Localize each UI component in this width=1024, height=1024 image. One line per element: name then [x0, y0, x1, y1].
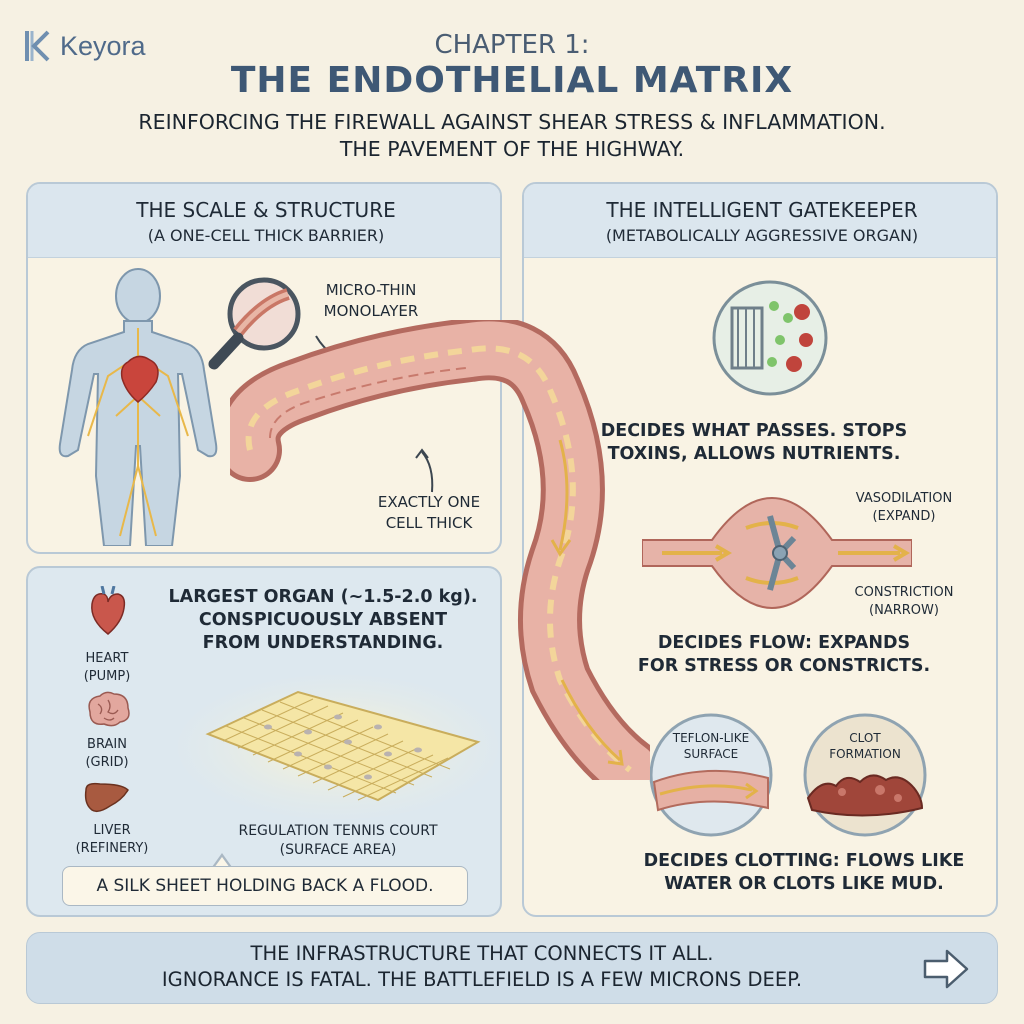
human-body-icon — [58, 268, 218, 546]
organ-heading-3: FROM UNDERSTANDING. — [202, 632, 444, 653]
brain-label: BRAIN — [87, 737, 127, 752]
clotting-text-1: DECIDES CLOTTING: FLOWS LIKE — [643, 851, 965, 871]
liver-label: LIVER — [93, 823, 131, 838]
gate-filter-icon — [712, 280, 828, 396]
brand-logo: Keyora — [22, 26, 202, 66]
gate-panel-title: THE INTELLIGENT GATEKEEPER — [606, 198, 918, 222]
clotting-text-2: WATER OR CLOTS LIKE MUD. — [664, 873, 944, 894]
clot-label-2: FORMATION — [829, 747, 901, 762]
gatekeeper-panel: THE INTELLIGENT GATEKEEPER (METABOLICALL… — [522, 182, 998, 917]
brain-role: (GRID) — [85, 754, 129, 770]
teflon-label-2: SURFACE — [683, 747, 739, 762]
teflon-label-1: TEFLON-LIKE — [672, 731, 750, 745]
clot-label-1: CLOT — [849, 731, 881, 745]
blood-vessel-illustration — [230, 320, 650, 780]
chapter-label: CHAPTER 1: — [434, 30, 590, 60]
page-title: THE ENDOTHELIAL MATRIX — [230, 60, 794, 101]
vasodilation-label: VASODILATION — [855, 491, 953, 506]
constriction-label: CONSTRICTION — [854, 585, 954, 600]
clot-formation-icon — [803, 713, 927, 837]
pointer-up-arrow-icon — [415, 448, 434, 493]
gate-panel-subtitle: (METABOLICALLY AGGRESSIVE ORGAN) — [605, 226, 919, 245]
heart-role: (PUMP) — [83, 668, 131, 684]
heart-label: HEART — [85, 651, 129, 666]
teflon-surface-icon — [649, 713, 773, 837]
monolayer-label-1: MICRO-THIN — [325, 281, 417, 299]
tennis-court-label: REGULATION TENNIS COURT — [238, 823, 438, 839]
one-cell-label-1: EXACTLY ONE — [377, 493, 481, 511]
scale-panel-header: THE SCALE & STRUCTURE (A ONE-CELL THICK … — [28, 184, 500, 258]
narrow-label: (NARROW) — [869, 602, 939, 618]
scale-panel-subtitle: (A ONE-CELL THICK BARRIER) — [147, 226, 385, 245]
silk-sheet-callout: A SILK SHEET HOLDING BACK A FLOOD. — [62, 866, 468, 906]
liver-role: (REFINERY) — [75, 840, 149, 856]
organ-heading-1: LARGEST ORGAN (~1.5-2.0 kg). — [168, 587, 478, 607]
footer-line-1: THE INFRASTRUCTURE THAT CONNECTS IT ALL. — [250, 942, 714, 965]
organ-heading-2: CONSPICUOUSLY ABSENT — [198, 609, 448, 630]
flow-text-1: DECIDES FLOW: EXPANDS — [657, 633, 911, 653]
heart-icon — [91, 586, 126, 635]
arrow-right-icon[interactable] — [923, 947, 971, 991]
surface-area-label: (SURFACE AREA) — [279, 841, 397, 858]
subtitle-line-2: THE PAVEMENT OF THE HIGHWAY. — [339, 137, 685, 161]
passes-text-1: DECIDES WHAT PASSES. STOPS — [600, 421, 908, 441]
subtitle-line-1: REINFORCING THE FIREWALL AGAINST SHEAR S… — [138, 110, 886, 134]
gate-panel-header: THE INTELLIGENT GATEKEEPER (METABOLICALL… — [524, 184, 996, 258]
k-logo-icon — [25, 30, 50, 62]
footer-line-2: IGNORANCE IS FATAL. THE BATTLEFIELD IS A… — [161, 968, 803, 991]
largest-organ-panel: LARGEST ORGAN (~1.5-2.0 kg). CONSPICUOUS… — [26, 566, 502, 917]
footer-banner: THE INFRASTRUCTURE THAT CONNECTS IT ALL.… — [26, 932, 998, 1004]
scale-panel-title: THE SCALE & STRUCTURE — [136, 198, 396, 222]
callout-pointer-fill — [214, 857, 230, 868]
monolayer-label-2: MONOLAYER — [323, 302, 419, 320]
vessel-valve-diagram — [642, 496, 912, 610]
flow-text-2: FOR STRESS OR CONSTRICTS. — [637, 655, 931, 676]
brand-name: Keyora — [60, 30, 146, 61]
liver-icon — [84, 782, 129, 813]
expand-label: (EXPAND) — [872, 508, 936, 524]
magnifier-icon — [208, 277, 301, 370]
brain-icon — [88, 691, 130, 727]
endothelial-sheet-image — [178, 675, 498, 819]
passes-text-2: TOXINS, ALLOWS NUTRIENTS. — [607, 443, 901, 464]
one-cell-label-2: CELL THICK — [385, 514, 473, 532]
